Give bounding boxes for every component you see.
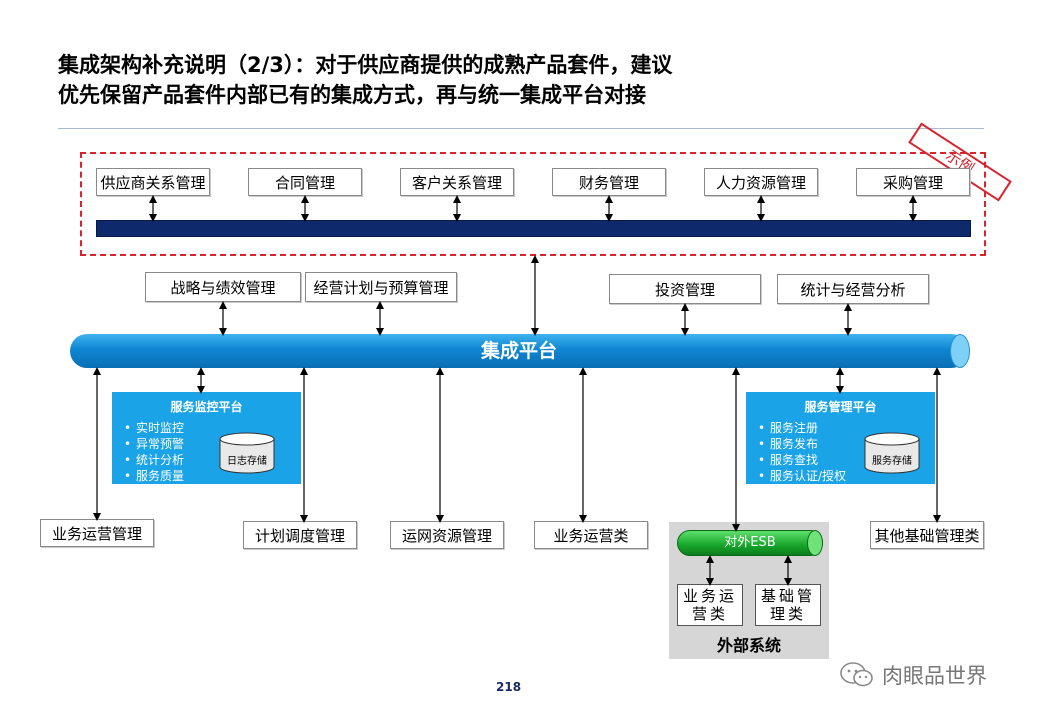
wechat-icon [840,662,873,687]
system-network-resources[interactable]: 运网资源管理 [390,521,504,549]
list-item: 统计分析 [136,452,184,468]
list-item: 服务查找 [770,452,846,468]
external-business-ops[interactable]: 业务运营类 [677,584,743,626]
service-management-panel: 服务管理平台 服务注册 服务发布 服务查找 服务认证/授权 服务存储 [746,392,935,484]
integration-platform-label: 集成平台 [480,340,557,362]
external-esb[interactable]: 对外ESB [677,530,823,556]
list-item: 服务质量 [136,468,184,484]
integration-platform-cap [950,334,970,368]
list-item: 服务注册 [770,420,846,436]
service-management-title: 服务管理平台 [804,400,877,414]
service-monitor-list: 实时监控 异常预警 统计分析 服务质量 [136,420,184,484]
watermark: 肉眼品世界 [840,660,987,690]
log-storage-label: 日志存储 [227,456,267,467]
list-item: 服务认证/授权 [770,468,846,484]
watermark-text: 肉眼品世界 [882,664,987,688]
service-monitor-title: 服务监控平台 [170,400,243,414]
module-hr[interactable]: 人力资源管理 [704,168,818,196]
system-business-ops-class[interactable]: 业务运营类 [534,521,648,549]
external-systems-label: 外部系统 [716,636,781,655]
external-esb-cap [807,530,823,556]
suite-internal-bus [96,220,971,237]
service-management-list: 服务注册 服务发布 服务查找 服务认证/授权 [770,420,846,484]
title-divider [58,128,984,129]
module-customer-relationship[interactable]: 客户关系管理 [400,168,514,196]
log-storage-database-icon [219,432,275,474]
title-line-2: 优先保留产品套件内部已有的集成方式，再与统一集成平台对接 [58,83,646,107]
system-other-basic-mgmt[interactable]: 其他基础管理类 [870,521,984,549]
module-procurement[interactable]: 采购管理 [856,168,970,196]
system-planning-dispatch[interactable]: 计划调度管理 [243,521,357,549]
external-basic-mgmt[interactable]: 基础管理类 [755,584,821,626]
service-storage-label: 服务存储 [872,456,912,467]
module-supplier-relationship[interactable]: 供应商关系管理 [96,168,210,196]
list-item: 服务发布 [770,436,846,452]
system-planning-budget[interactable]: 经营计划与预算管理 [305,272,457,302]
system-statistics-analysis[interactable]: 统计与经营分析 [777,274,929,304]
list-item: 实时监控 [136,420,184,436]
page-title: 集成架构补充说明（2/3）：对于供应商提供的成熟产品套件，建议 优先保留产品套件… [58,50,672,110]
service-storage-database-icon [864,432,920,474]
list-item: 异常预警 [136,436,184,452]
system-business-operations[interactable]: 业务运营管理 [40,519,154,547]
system-investment[interactable]: 投资管理 [609,274,761,304]
page-number: 218 [496,680,522,694]
integration-platform-bus [70,334,968,368]
title-line-1: 集成架构补充说明（2/3）：对于供应商提供的成熟产品套件，建议 [58,53,673,77]
module-finance[interactable]: 财务管理 [552,168,666,196]
service-monitor-panel: 服务监控平台 实时监控 异常预警 统计分析 服务质量 日志存储 [112,392,301,484]
